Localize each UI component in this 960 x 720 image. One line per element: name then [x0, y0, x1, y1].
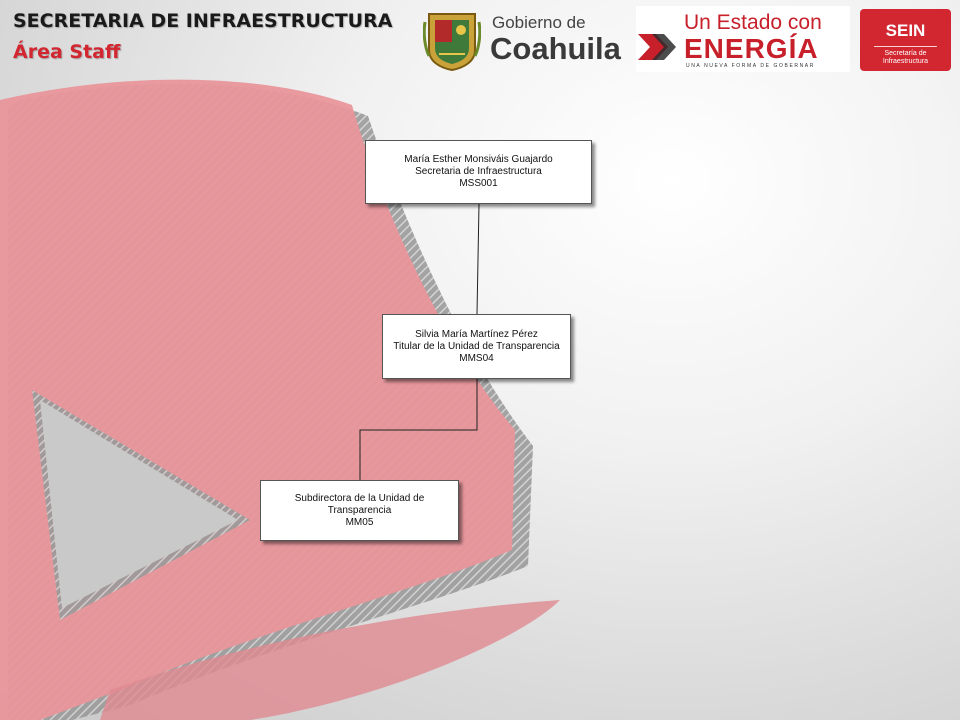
org-node-secretaria[interactable]: María Esther Monsiváis Guajardo Secretar… — [365, 140, 592, 204]
energia-logo-line2: ENERGÍA — [684, 33, 819, 64]
node-name: María Esther Monsiváis Guajardo — [404, 154, 553, 165]
sein-logo: SEIN Secretaría de Infraestructura — [860, 9, 951, 71]
node-code: MMS04 — [459, 352, 494, 364]
sein-logo-line1: Secretaría de — [884, 50, 927, 57]
energia-logo-line1: Un Estado con — [684, 11, 822, 34]
sein-logo-line2: Infraestructura — [882, 58, 929, 65]
node-code: MM05 — [345, 516, 374, 528]
connector-n2-n3 — [359, 379, 478, 480]
energia-arrow-icon — [638, 34, 676, 60]
node-role: Secretaria de Infraestructura — [415, 166, 542, 177]
node-name: Silvia María Martínez Pérez — [415, 328, 538, 340]
coahuila-coat-of-arms-logo — [423, 13, 481, 72]
energia-logo-tagline: UNA NUEVA FORMA DE GOBERNAR — [686, 63, 815, 69]
node-role: Titular de la Unidad de Transparencia — [393, 340, 560, 352]
node-role: Subdirectora de la Unidad de Transparenc… — [294, 492, 425, 516]
org-node-subdirectora-transparencia[interactable]: Subdirectora de la Unidad de Transparenc… — [260, 480, 459, 541]
node-code: MSS001 — [459, 178, 498, 189]
coahuila-logo-line2: Coahuila — [490, 31, 621, 66]
estado-con-energia-logo: Un Estado con ENERGÍA UNA NUEVA FORMA DE… — [636, 6, 850, 72]
sein-logo-divider — [874, 46, 937, 47]
org-node-titular-transparencia[interactable]: Silvia María Martínez Pérez Titular de l… — [382, 314, 571, 379]
page-title: SECRETARIA DE INFRAESTRUCTURA — [13, 10, 393, 32]
sein-logo-abbr: SEIN — [885, 21, 926, 40]
coahuila-logo-line1: Gobierno de — [492, 13, 586, 32]
page-subtitle: Área Staff — [13, 41, 121, 63]
connector-n1-n2 — [476, 203, 480, 315]
gobierno-coahuila-logo: Gobierno de Coahuila — [490, 14, 630, 70]
